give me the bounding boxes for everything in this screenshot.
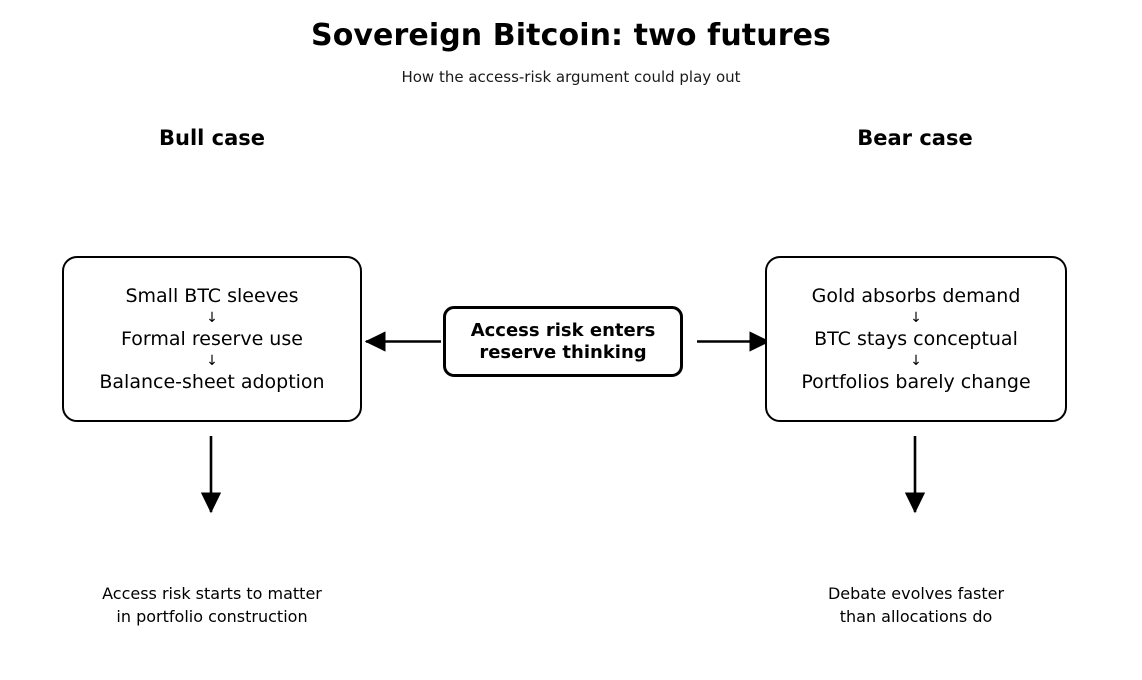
bull-step-1: Small BTC sleeves <box>125 284 299 307</box>
page-subtitle: How the access-risk argument could play … <box>401 68 741 86</box>
bull-outcome-line-1: Access risk starts to matter <box>102 584 322 603</box>
down-arrow-icon: ↓ <box>910 309 922 326</box>
bull-step-3: Balance-sheet adoption <box>99 370 325 393</box>
bear-step-3: Portfolios barely change <box>801 370 1031 393</box>
center-node-line-1: Access risk enters <box>470 319 656 341</box>
down-arrow-icon: ↓ <box>206 352 218 369</box>
bear-outcome-line-1: Debate evolves faster <box>827 584 1005 603</box>
center-node-line-2: reserve thinking <box>479 341 647 363</box>
down-arrow-icon: ↓ <box>910 352 922 369</box>
center-node-access-risk: Access risk enters reserve thinking <box>443 306 683 377</box>
bull-case-heading: Bull case <box>158 126 266 150</box>
page-title: Sovereign Bitcoin: two futures <box>310 18 831 53</box>
bear-outcome-caption: Debate evolves faster than allocations d… <box>765 582 1067 628</box>
down-arrow-icon: ↓ <box>206 309 218 326</box>
bear-step-1: Gold absorbs demand <box>811 284 1021 307</box>
bear-case-heading: Bear case <box>857 126 973 150</box>
bear-case-box: Gold absorbs demand ↓ BTC stays conceptu… <box>765 256 1067 422</box>
bull-outcome-caption: Access risk starts to matter in portfoli… <box>62 582 362 628</box>
bear-step-2: BTC stays conceptual <box>814 327 1018 350</box>
bull-outcome-line-2: in portfolio construction <box>116 607 308 626</box>
bull-case-box: Small BTC sleeves ↓ Formal reserve use ↓… <box>62 256 362 422</box>
bear-outcome-line-2: than allocations do <box>839 607 993 626</box>
bull-step-2: Formal reserve use <box>121 327 303 350</box>
